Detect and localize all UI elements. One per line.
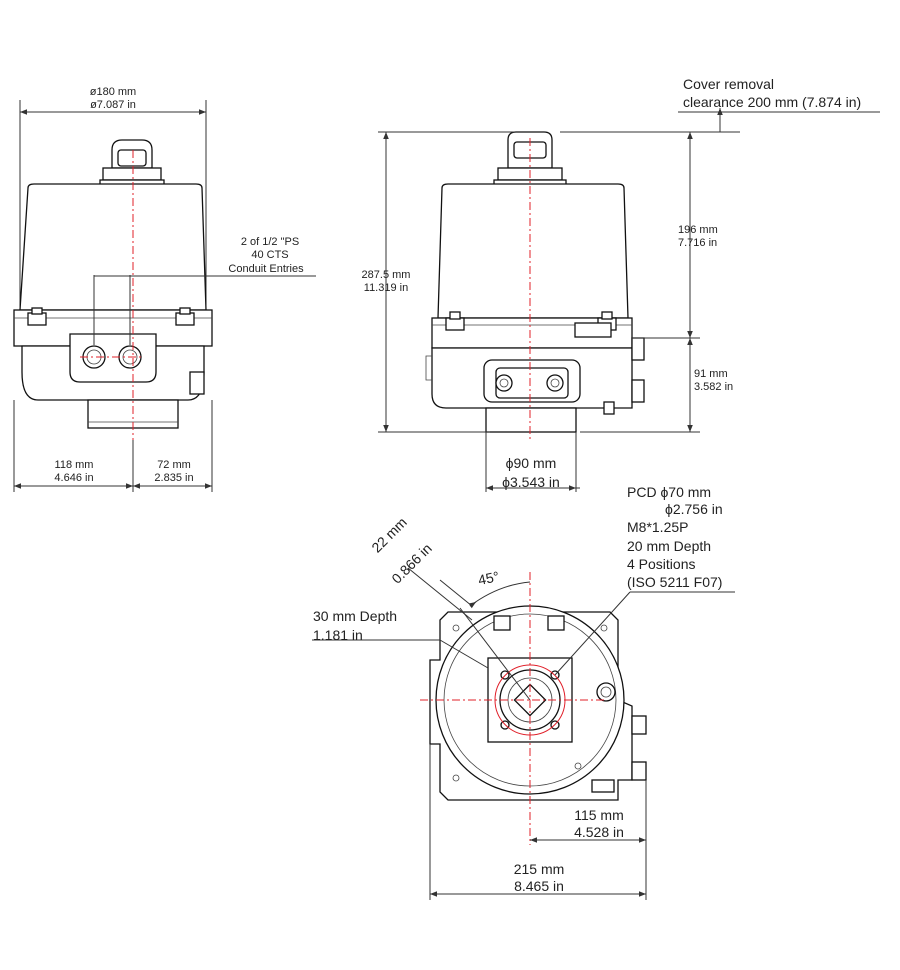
conduit-label-2: 40 CTS	[251, 249, 289, 261]
front-width-mm: ø180 mm	[89, 86, 137, 98]
width-215-mm: 215 mm	[513, 861, 565, 877]
cover-removal-line2: clearance 200 mm (7.874 in)	[683, 94, 862, 110]
bottom-view	[312, 567, 735, 900]
depth-in: 1.181 in	[313, 627, 363, 643]
side-view	[378, 108, 880, 492]
side-base-in: ϕ3.543 in	[502, 474, 560, 490]
side-height-mm: 287.5 mm	[361, 269, 411, 281]
conduit-label-3: Conduit Entries	[228, 263, 304, 275]
pcd-line-3: M8*1.25P	[627, 519, 689, 535]
front-view	[13, 100, 316, 492]
conduit-label-1: 2 of 1/2 "PS	[240, 236, 300, 248]
pcd-line-1: PCD ϕ70 mm	[627, 484, 712, 500]
pcd-line-2: ϕ2.756 in	[665, 501, 723, 517]
width-215-in: 8.465 in	[514, 878, 564, 894]
depth-mm: 30 mm Depth	[313, 608, 398, 624]
offset-in: 4.528 in	[574, 824, 624, 840]
side-base-mm: ϕ90 mm	[505, 455, 557, 471]
side-lower-in: 3.582 in	[694, 381, 734, 393]
pcd-line-4: 20 mm Depth	[627, 538, 712, 554]
offset-mm: 115 mm	[574, 807, 624, 823]
cover-removal-line1: Cover removal	[683, 76, 775, 92]
side-height-in: 11.319 in	[363, 282, 409, 294]
front-width-in: ø7.087 in	[90, 99, 136, 111]
pcd-line-6: (ISO 5211 F07)	[627, 574, 723, 590]
front-right-mm: 72 mm	[157, 459, 191, 471]
side-lower-mm: 91 mm	[694, 368, 728, 380]
front-left-in: 4.646 in	[54, 472, 94, 484]
front-left-mm: 118 mm	[54, 459, 94, 471]
pcd-line-5: 4 Positions	[627, 556, 696, 572]
side-upper-mm: 196 mm	[678, 224, 718, 236]
front-right-in: 2.835 in	[154, 472, 194, 484]
side-upper-in: 7.716 in	[678, 237, 718, 249]
